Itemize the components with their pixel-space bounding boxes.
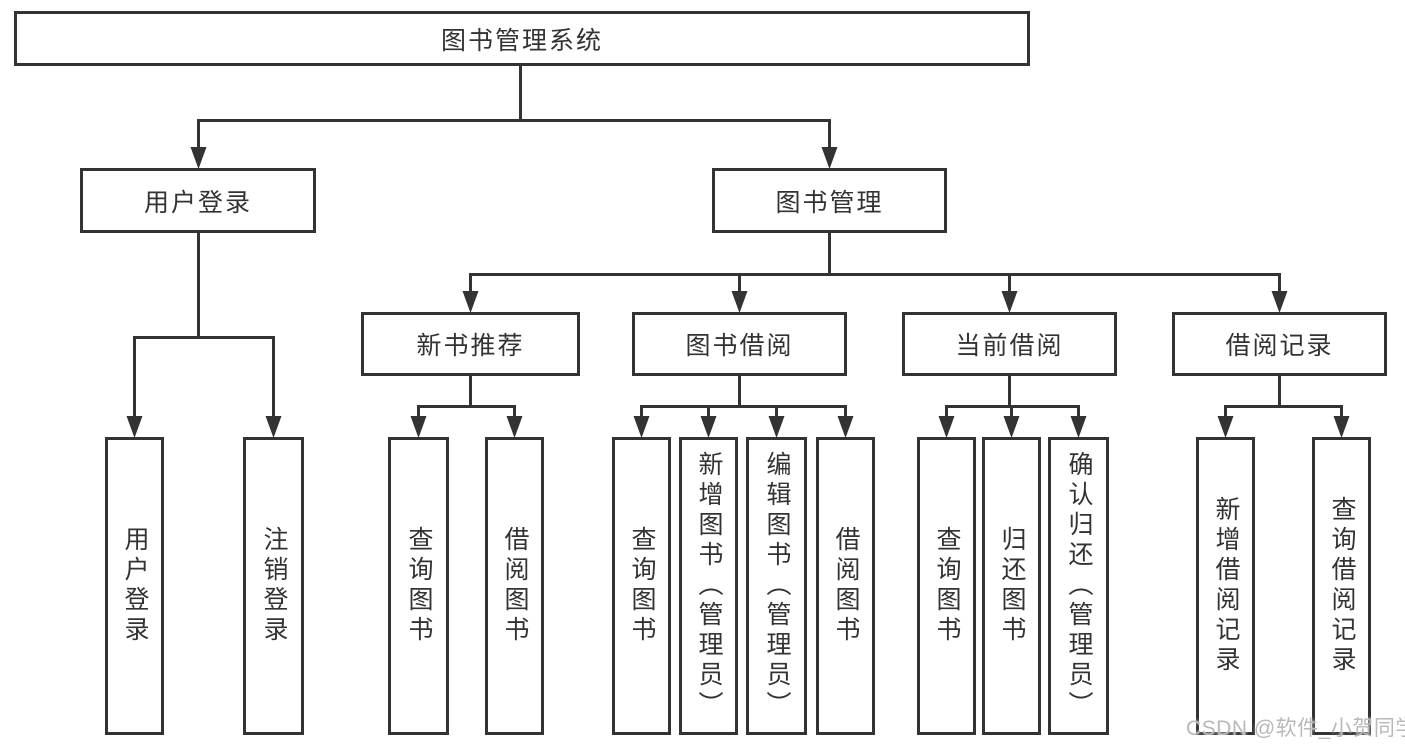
arrowhead-icon — [700, 416, 717, 438]
arrowhead-icon — [1001, 291, 1018, 313]
arrowhead-icon — [1003, 416, 1020, 438]
arrowhead-icon — [506, 416, 523, 438]
connector-borrowing-records — [1224, 376, 1343, 418]
leaf-logout: 注销登录 — [243, 437, 304, 735]
leaf-edit-books-admin: 编辑图书（管理员） — [746, 437, 807, 735]
connector-root — [197, 66, 831, 149]
csdn-watermark: CSDN @软件_小贺同学 — [1186, 717, 1405, 740]
leaf-query-books-recommendation: 查询图书 — [388, 437, 449, 735]
node-book-borrowing: 图书借阅 — [632, 312, 847, 376]
leaf-borrow-books-borrowing: 借阅图书 — [816, 437, 875, 735]
leaf-return-books: 归还图书 — [982, 437, 1041, 735]
arrowhead-icon — [462, 291, 479, 313]
connector-book-management — [469, 233, 1281, 293]
arrowheads — [126, 147, 1350, 438]
node-book-management: 图书管理 — [712, 168, 947, 233]
leaf-add-borrow-record: 新增借阅记录 — [1196, 437, 1255, 735]
leaf-confirm-return-admin: 确认归还（管理员） — [1048, 437, 1109, 735]
arrowhead-icon — [1271, 291, 1288, 313]
arrowhead-icon — [768, 416, 785, 438]
leaf-borrow-books-recommendation: 借阅图书 — [485, 437, 544, 735]
arrowhead-icon — [265, 416, 282, 438]
arrowhead-icon — [1217, 416, 1234, 438]
node-library-management-system: 图书管理系统 — [14, 11, 1030, 66]
arrowhead-icon — [126, 416, 143, 438]
node-borrowing-records: 借阅记录 — [1172, 312, 1387, 376]
arrowhead-icon — [821, 147, 838, 169]
leaf-query-books-borrowing: 查询图书 — [612, 437, 671, 735]
connector-user-login — [133, 233, 275, 418]
node-new-book-recommendation: 新书推荐 — [361, 312, 580, 376]
connector-current-borrowing — [945, 376, 1080, 418]
connector-book-borrowing — [640, 376, 847, 418]
arrowhead-icon — [731, 291, 748, 313]
leaf-query-books-current: 查询图书 — [917, 437, 976, 735]
connector-new-book-recommendation — [417, 376, 516, 418]
leaf-query-borrow-record: 查询借阅记录 — [1312, 437, 1371, 735]
arrowhead-icon — [633, 416, 650, 438]
arrowhead-icon — [938, 416, 955, 438]
arrowhead-icon — [1333, 416, 1350, 438]
arrowhead-icon — [190, 147, 207, 169]
arrowhead-icon — [837, 416, 854, 438]
arrowhead-icon — [410, 416, 427, 438]
arrowhead-icon — [1070, 416, 1087, 438]
node-user-login: 用户登录 — [80, 168, 316, 233]
leaf-add-books-admin: 新增图书（管理员） — [679, 437, 738, 735]
node-current-borrowing: 当前借阅 — [902, 312, 1117, 376]
leaf-user-login: 用户登录 — [105, 437, 164, 735]
